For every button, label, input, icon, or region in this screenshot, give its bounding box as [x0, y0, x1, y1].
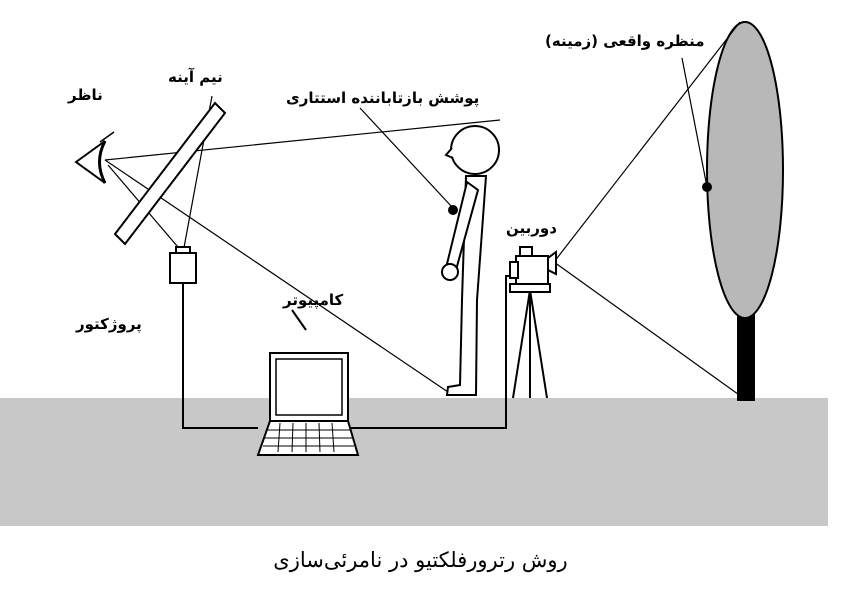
sight-lines	[104, 21, 743, 398]
label-real-scene: منظره واقعی (زمینه)	[545, 32, 705, 50]
laptop-computer	[256, 352, 360, 456]
label-projector: پروژکتور	[76, 315, 142, 333]
label-observer: ناظر	[68, 86, 103, 104]
label-camera: دوربین	[506, 219, 557, 237]
label-half-mirror: نیم آینه	[168, 68, 223, 86]
projector	[169, 246, 197, 284]
figure-caption: روش رترورفلکتیو در نامرئی‌سازی	[273, 548, 568, 572]
person-figure	[441, 125, 500, 396]
half-mirror	[113, 101, 227, 246]
camera-on-tripod	[509, 246, 557, 399]
label-retroreflective-cover: پوشش بازتاباننده استتاری	[286, 89, 480, 107]
ground	[0, 398, 828, 526]
real-scene-object	[702, 21, 784, 401]
label-computer: کامپیوتر	[283, 291, 344, 309]
observer-eye-icon	[74, 131, 115, 184]
